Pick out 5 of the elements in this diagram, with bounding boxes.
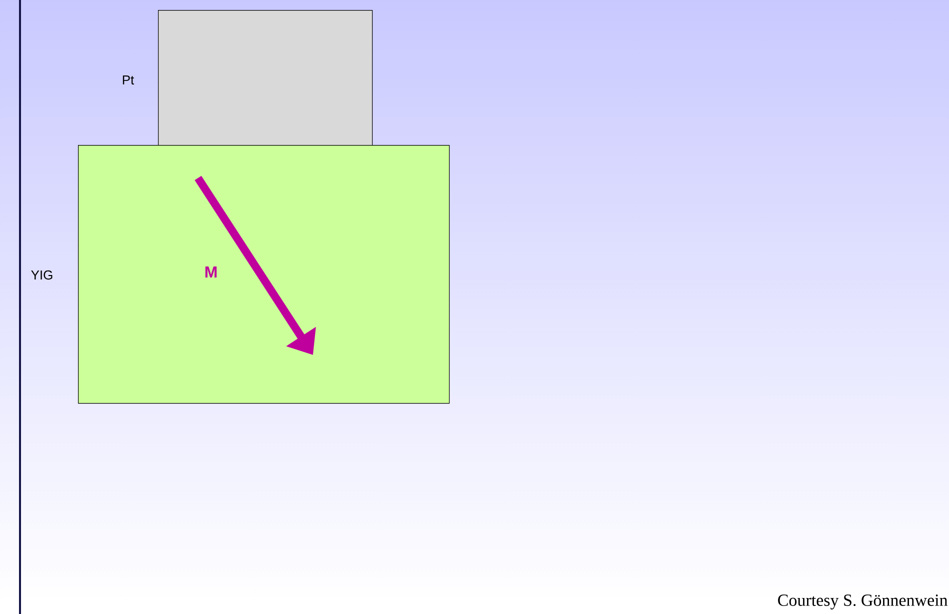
box: Pt <box>122 10 373 146</box>
node-label: Pt <box>122 75 134 85</box>
arrow-label: M <box>205 266 217 278</box>
node-label: YIG <box>31 270 52 280</box>
credit-text: Courtesy S. Gönnenwein <box>778 594 948 610</box>
